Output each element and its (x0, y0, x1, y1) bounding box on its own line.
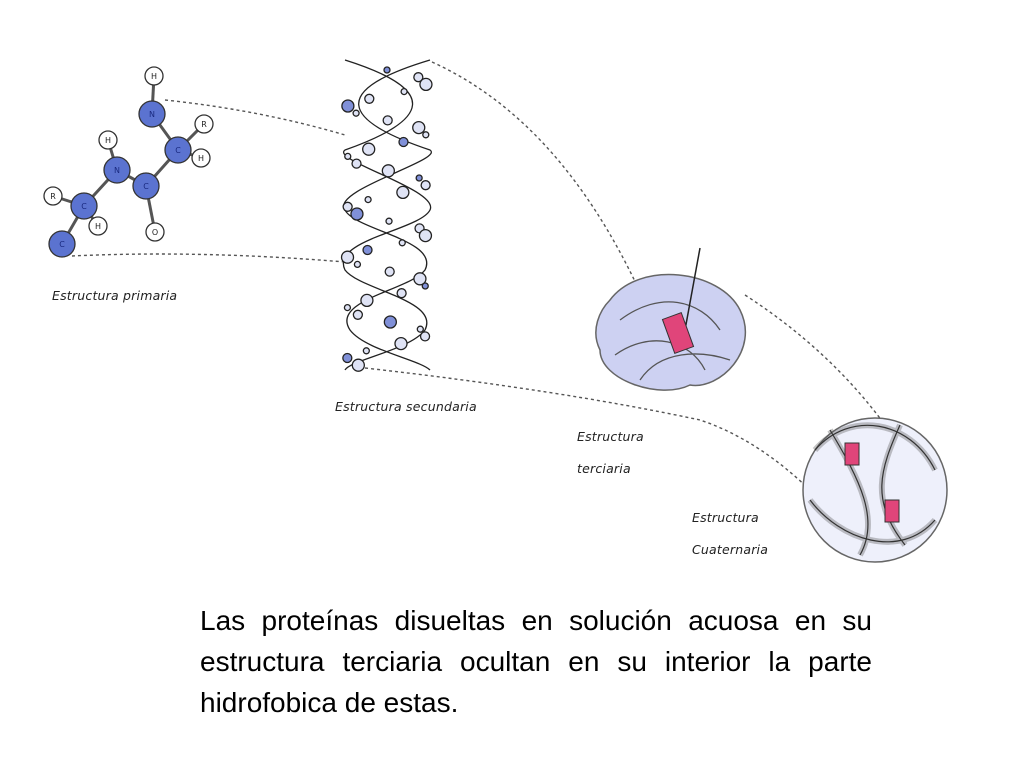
helix-atom (398, 239, 406, 247)
atom-c (132, 172, 160, 200)
helix-atom (340, 250, 355, 264)
label-primary-structure: Estructura primaria (52, 288, 178, 303)
atom-label: H (151, 72, 157, 81)
helix-atom (360, 293, 374, 308)
label-tertiary-structure-line1: Estructura (577, 429, 644, 444)
helix-atom (382, 115, 393, 126)
atom-label: N (149, 110, 155, 119)
helix-atom (419, 77, 433, 92)
helix-atom (419, 331, 431, 342)
atom-label: R (201, 120, 207, 129)
label-secondary-structure: Estructura secundaria (335, 399, 477, 414)
helix-atom (362, 142, 376, 156)
atom-r (194, 114, 214, 134)
atom-label: C (143, 182, 149, 191)
atom-label: H (105, 136, 111, 145)
helix-atom (353, 260, 362, 269)
atom-label: H (95, 222, 101, 231)
helix-atom (412, 120, 426, 135)
helix-atom (385, 217, 393, 225)
atom-label: C (59, 240, 65, 249)
helix-atom (396, 185, 410, 200)
helix-atom (413, 72, 424, 83)
atom-h (191, 148, 211, 168)
protein-structure-diagram: N H R C H H N C O R C H C (43, 59, 948, 563)
atom-h (144, 66, 164, 86)
helix-atom (421, 282, 429, 290)
helix-atom (341, 99, 355, 113)
helix-atom (383, 315, 398, 329)
atom-r (43, 186, 63, 206)
helix-atom (420, 180, 431, 191)
label-tertiary-structure-line2: terciaria (577, 461, 631, 476)
atom-c (164, 136, 192, 164)
helix-atom (416, 325, 424, 333)
helix-atom (418, 228, 433, 243)
helix-atom (383, 66, 391, 74)
atom-label: O (152, 228, 158, 237)
helix-atom (350, 207, 364, 221)
helix-atom (343, 303, 352, 312)
helix-atom (352, 109, 360, 117)
atom-label: N (114, 166, 120, 175)
helix-atom (364, 93, 375, 104)
label-quaternary-structure-line1: Estructura (692, 510, 759, 525)
caption-text: Las proteínas disueltas en solución acuo… (200, 605, 872, 718)
helix-atom (351, 358, 365, 372)
label-quaternary-structure-line2: Cuaternaria (692, 542, 769, 557)
atom-label: H (198, 154, 204, 163)
atom-label: C (81, 202, 87, 211)
helix-atom (351, 158, 362, 169)
helix-atom (400, 87, 408, 96)
helix-atom (396, 288, 407, 299)
helix-atom (422, 131, 430, 139)
atom-c (70, 192, 98, 220)
helix-atom (344, 152, 352, 161)
helix-atom (415, 174, 423, 182)
helix-atom (394, 336, 408, 351)
atom-h (98, 130, 118, 150)
helix-atom (381, 164, 395, 178)
atom-n (103, 156, 131, 184)
atom-h (88, 216, 108, 236)
helix-atom (413, 272, 427, 286)
quaternary-structure (802, 417, 948, 563)
helix-atom (362, 347, 370, 355)
helix-atom (398, 136, 409, 148)
atom-o (145, 222, 165, 242)
atom-n (138, 100, 166, 128)
helix-atom (362, 244, 373, 256)
tertiary-structure (595, 247, 747, 391)
atom-label: C (175, 146, 181, 155)
helix-atom (342, 352, 353, 364)
helix-atom (352, 309, 364, 320)
atom-c (48, 230, 76, 258)
primary-structure-molecule: N H R C H H N C O R C H C (43, 66, 214, 258)
atom-label: R (50, 192, 56, 201)
helix-atom (384, 266, 395, 277)
secondary-structure-helix (340, 59, 433, 372)
helix-atom (342, 201, 353, 212)
helix-atom (364, 195, 372, 204)
connector-lines (71, 61, 886, 496)
